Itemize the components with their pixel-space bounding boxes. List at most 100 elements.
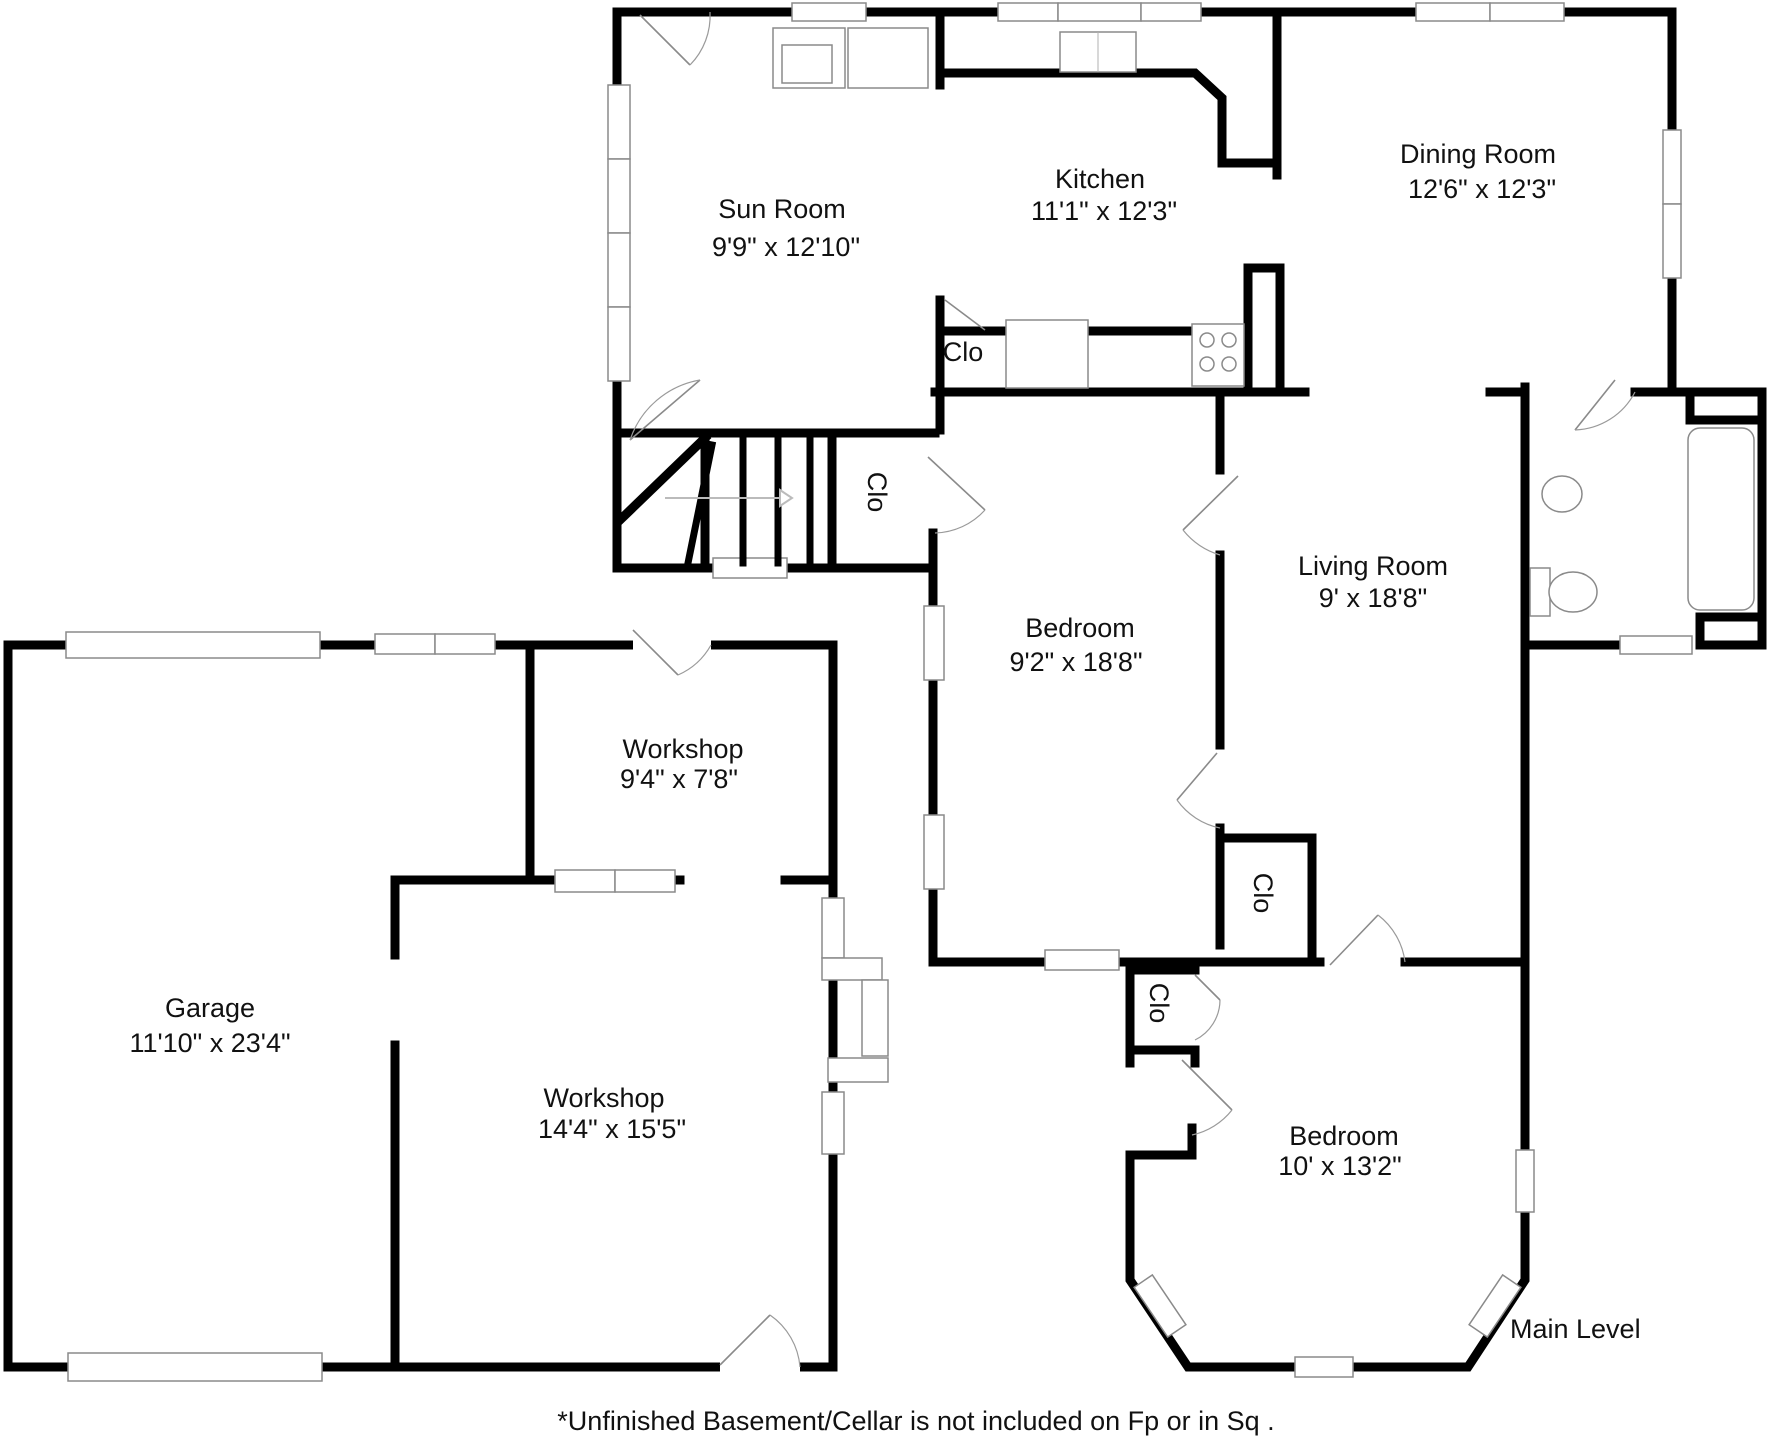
window [1662, 203, 1682, 279]
window [554, 869, 616, 893]
closet-label: Clo [862, 472, 892, 513]
room-name: Dining Room [1400, 139, 1556, 169]
door-swing [629, 379, 701, 441]
room-dims: 9'2" x 18'8" [1009, 647, 1142, 677]
door [1194, 974, 1221, 1001]
bathroom-sink-icon [1541, 475, 1583, 513]
window [1619, 635, 1693, 655]
footnote: *Unfinished Basement/Cellar is not inclu… [557, 1406, 1274, 1436]
window [614, 869, 676, 893]
door [629, 379, 701, 441]
door [1181, 1059, 1233, 1111]
room-name: Workshop [543, 1083, 664, 1113]
window [1489, 2, 1565, 22]
window [1140, 2, 1202, 22]
wall-kitchen-upper [935, 7, 1282, 168]
window [791, 2, 867, 22]
window [923, 814, 945, 890]
wall-bath-tub [1685, 387, 1767, 650]
door [1182, 475, 1239, 531]
bathtub-icon [1687, 427, 1755, 611]
door [1176, 752, 1218, 801]
wall-pantry [1243, 263, 1285, 397]
window [607, 84, 631, 160]
window [607, 158, 631, 234]
window [1662, 129, 1682, 205]
door-swing [934, 509, 986, 534]
stair-tread [683, 440, 717, 568]
closet-label: Clo [943, 337, 984, 367]
toilet-tank-icon [1529, 567, 1551, 617]
window [821, 897, 845, 959]
window [712, 557, 788, 579]
room-name: Bedroom [1289, 1121, 1399, 1151]
room-name: Bedroom [1025, 613, 1135, 643]
wall-workshop-divider-left [390, 875, 535, 960]
door-swing [1191, 1109, 1233, 1136]
window [1057, 2, 1142, 22]
level-label: Main Level [1510, 1314, 1641, 1344]
door [1574, 379, 1616, 431]
room-dims: 14'4" x 15'5" [538, 1114, 686, 1144]
burner-icon [1221, 332, 1237, 348]
door-swing [769, 1314, 801, 1368]
door-swing [1574, 391, 1636, 431]
wall-bed2-clo [1125, 965, 1200, 1055]
room-dims: 9'4" x 7'8" [620, 764, 738, 794]
window [1044, 949, 1120, 971]
wall-stair-diag [613, 431, 712, 527]
window [997, 2, 1059, 22]
wall-living-clo [1215, 823, 1317, 967]
arrow-icon [779, 488, 794, 508]
door [639, 14, 691, 66]
room-name: Living Room [1298, 551, 1448, 581]
burner-icon [1199, 356, 1215, 372]
door-gap-workshop [720, 1360, 800, 1374]
window [374, 633, 436, 655]
door [927, 456, 986, 511]
room-name: Workshop [622, 734, 743, 764]
window [821, 1091, 845, 1155]
door-swing [1194, 999, 1221, 1041]
window [1133, 1273, 1187, 1339]
window [1515, 1149, 1535, 1213]
window [434, 633, 496, 655]
toilet-icon [1548, 571, 1598, 613]
stove-icon [1191, 323, 1245, 387]
room-name: Garage [165, 993, 255, 1023]
room-dims: 9' x 18'8" [1319, 583, 1427, 613]
window [821, 957, 883, 981]
door-swing [677, 644, 712, 676]
fixtures [772, 27, 1755, 617]
room-name: Kitchen [1055, 164, 1145, 194]
stairs [665, 434, 814, 568]
room-name: Sun Room [718, 194, 846, 224]
garage-window [65, 631, 321, 659]
window [861, 979, 889, 1057]
room-dims: 11'1" x 12'3" [1031, 196, 1177, 226]
burner-icon [1199, 332, 1215, 348]
washer-lid [781, 44, 833, 84]
window [923, 605, 945, 681]
door [1329, 914, 1379, 966]
burner-icon [1221, 356, 1237, 372]
doors [629, 11, 1636, 1368]
door [632, 629, 679, 676]
window [607, 232, 631, 308]
room-labels: Sun Room 9'9" x 12'10" Kitchen 11'1" x 1… [129, 139, 1556, 1181]
room-dims: 11'10" x 23'4" [129, 1028, 290, 1058]
window [827, 1057, 889, 1083]
closet-label: Clo [1248, 873, 1278, 914]
room-dims: 10' x 13'2" [1278, 1151, 1401, 1181]
wall-bath-tub-top [1685, 387, 1767, 425]
room-dims: 9'9" x 12'10" [712, 232, 860, 262]
windows [65, 2, 1693, 1382]
window [1415, 2, 1491, 22]
closet-label: Clo [1144, 983, 1174, 1024]
door-swing [1377, 914, 1406, 963]
room-dims: 12'6" x 12'3" [1408, 174, 1556, 204]
window [607, 306, 631, 382]
window [1294, 1356, 1354, 1378]
door [719, 1314, 771, 1366]
